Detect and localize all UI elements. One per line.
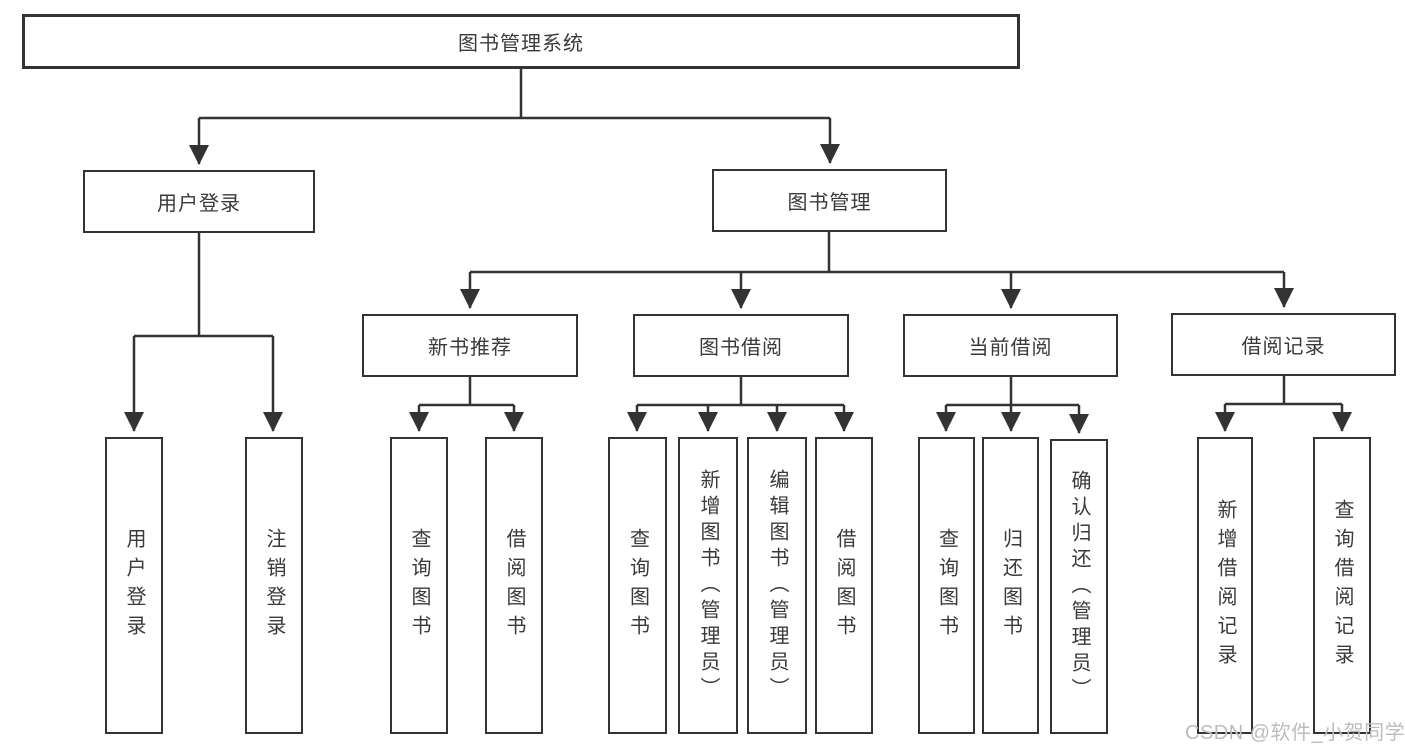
leaf-logout: 注销登录: [245, 437, 303, 734]
leaf-label: 查询图书: [626, 527, 649, 644]
leaf-query-books-current: 查询图书: [918, 437, 975, 734]
leaf-label: 编辑图书（管理员）: [766, 468, 788, 703]
leaf-label: 注销登录: [263, 527, 285, 644]
leaf-label: 新增借阅记录: [1214, 498, 1236, 673]
leaf-label: 借阅图书: [503, 527, 525, 644]
leaf-label: 新增图书（管理员）: [697, 468, 719, 703]
leaf-label: 查询图书: [408, 527, 430, 644]
leaf-borrow-books-recommend: 借阅图书: [485, 437, 543, 734]
leaf-label: 归还图书: [999, 527, 1022, 644]
node-root: 图书管理系统: [22, 14, 1020, 69]
leaf-label: 借阅图书: [833, 527, 855, 644]
leaf-label: 用户登录: [123, 527, 145, 644]
leaf-confirm-return-admin: 确认归还（管理员）: [1050, 439, 1108, 734]
leaf-query-books-borrow: 查询图书: [608, 437, 667, 734]
leaf-edit-books-admin: 编辑图书（管理员）: [747, 437, 807, 734]
leaf-add-borrow-record: 新增借阅记录: [1197, 437, 1253, 734]
leaf-label: 确认归还（管理员）: [1068, 469, 1090, 704]
leaf-label: 查询图书: [935, 527, 958, 644]
csdn-watermark: CSDN @软件_小贺同学: [1185, 722, 1405, 744]
node-book-borrowing: 图书借阅: [633, 314, 849, 377]
node-borrowing-records: 借阅记录: [1171, 313, 1396, 376]
node-current-borrowing: 当前借阅: [903, 314, 1118, 377]
node-new-book-recommend: 新书推荐: [362, 314, 578, 377]
leaf-return-books: 归还图书: [982, 437, 1039, 734]
leaf-borrow-books: 借阅图书: [815, 437, 873, 734]
leaf-query-books-recommend: 查询图书: [390, 437, 448, 734]
leaf-label: 查询借阅记录: [1331, 498, 1353, 673]
node-book-management-module: 图书管理: [712, 169, 947, 232]
leaf-add-books-admin: 新增图书（管理员）: [678, 437, 738, 734]
leaf-user-login: 用户登录: [105, 437, 163, 734]
leaf-query-borrow-record: 查询借阅记录: [1313, 437, 1371, 734]
node-user-login-module: 用户登录: [83, 170, 315, 233]
